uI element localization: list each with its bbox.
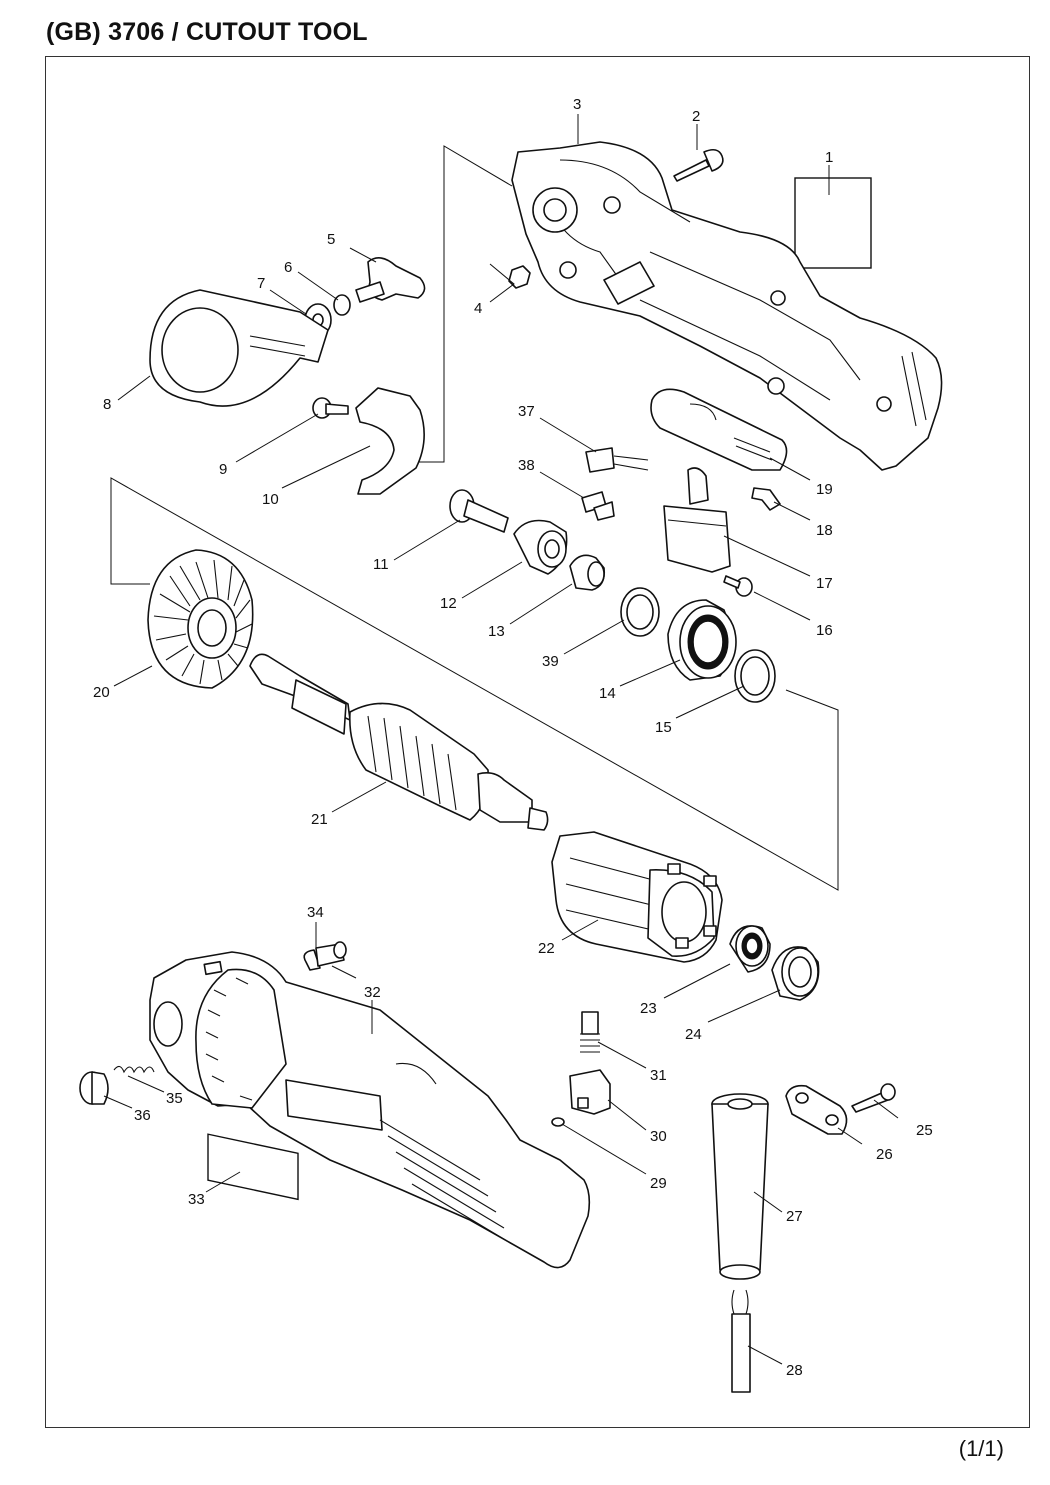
callout-19: 19 <box>816 481 833 498</box>
callout-33: 33 <box>188 1191 205 1208</box>
callout-numbers: 1 2 3 4 5 6 7 8 9 10 11 12 13 14 15 16 1… <box>93 96 933 1379</box>
part-5-wing-bolt <box>355 257 426 303</box>
part-18-clip <box>751 487 781 511</box>
callout-34: 34 <box>307 904 324 921</box>
callout-29: 29 <box>650 1175 667 1192</box>
callout-24: 24 <box>685 1026 702 1043</box>
callout-28: 28 <box>786 1362 803 1379</box>
group-bracket-lines <box>110 145 839 891</box>
callout-16: 16 <box>816 622 833 639</box>
part-38-terminal <box>581 491 615 521</box>
callout-15: 15 <box>655 719 672 736</box>
part-36-brush-cap <box>79 1071 109 1105</box>
callout-1: 1 <box>825 149 833 166</box>
callout-22: 22 <box>538 940 555 957</box>
part-9-bolt <box>312 397 349 419</box>
part-29-pin <box>551 1117 565 1127</box>
callout-13: 13 <box>488 623 505 640</box>
part-26-strain-relief <box>785 1084 848 1135</box>
part-28-cord <box>731 1289 751 1393</box>
part-11-collet <box>449 489 509 533</box>
part-6-spring-washer <box>333 294 351 316</box>
callout-4: 4 <box>474 300 482 317</box>
part-22-field <box>551 831 723 963</box>
callout-32: 32 <box>364 984 381 1001</box>
callout-9: 9 <box>219 461 227 478</box>
callout-6: 6 <box>284 259 292 276</box>
callout-26: 26 <box>876 1146 893 1163</box>
page-title: (GB) 3706 / CUTOUT TOOL <box>46 18 368 46</box>
part-12-collet-nut <box>513 519 568 575</box>
callout-7: 7 <box>257 275 265 292</box>
part-39-retaining-ring <box>620 587 660 637</box>
part-27-cord-guard <box>711 1093 769 1280</box>
part-23-bearing <box>729 925 771 973</box>
part-4-nut <box>508 265 531 289</box>
part-33-label <box>207 1133 299 1201</box>
callout-21: 21 <box>311 811 328 828</box>
part-3-housing <box>511 141 943 471</box>
callout-35: 35 <box>166 1090 183 1107</box>
callout-3: 3 <box>573 96 581 113</box>
callout-leader-lines <box>103 114 899 1365</box>
callout-38: 38 <box>518 457 535 474</box>
page-number: (1/1) <box>958 1436 1004 1461</box>
part-13-sleeve <box>569 554 606 591</box>
part-32-housing <box>149 951 591 1269</box>
part-17-switch <box>663 467 731 573</box>
callout-31: 31 <box>650 1067 667 1084</box>
part-31-carbon-brush <box>580 1011 600 1053</box>
callout-37: 37 <box>518 403 535 420</box>
part-34-screw <box>303 941 347 971</box>
part-24-ring <box>771 946 820 1001</box>
callout-25: 25 <box>916 1122 933 1139</box>
part-25-screw <box>851 1083 896 1113</box>
part-14-ball-bearing <box>667 599 737 681</box>
callout-14: 14 <box>599 685 616 702</box>
part-1-label-plate <box>794 177 872 269</box>
callout-27: 27 <box>786 1208 803 1225</box>
callout-18: 18 <box>816 522 833 539</box>
callout-10: 10 <box>262 491 279 508</box>
callout-12: 12 <box>440 595 457 612</box>
callout-20: 20 <box>93 684 110 701</box>
part-20-fan <box>147 549 254 689</box>
callout-5: 5 <box>327 231 335 248</box>
part-16-screw <box>723 575 753 597</box>
callout-11: 11 <box>373 556 389 573</box>
part-37-capacitor <box>585 447 649 473</box>
part-30-brush-holder <box>569 1069 611 1115</box>
part-8-guide-ring <box>149 289 329 407</box>
diagram-frame <box>45 56 1030 1428</box>
callout-36: 36 <box>134 1107 151 1124</box>
callout-30: 30 <box>650 1128 667 1145</box>
part-10-clamp <box>355 387 425 495</box>
part-35-spring <box>113 1065 155 1074</box>
part-15-retaining-ring <box>734 649 776 703</box>
callout-39: 39 <box>542 653 559 670</box>
callout-2: 2 <box>692 108 700 125</box>
part-19-switch-lever <box>650 388 788 471</box>
part-21-armature <box>249 653 549 831</box>
part-2-screw <box>673 148 724 182</box>
callout-17: 17 <box>816 575 833 592</box>
callout-8: 8 <box>103 396 111 413</box>
callout-23: 23 <box>640 1000 657 1017</box>
